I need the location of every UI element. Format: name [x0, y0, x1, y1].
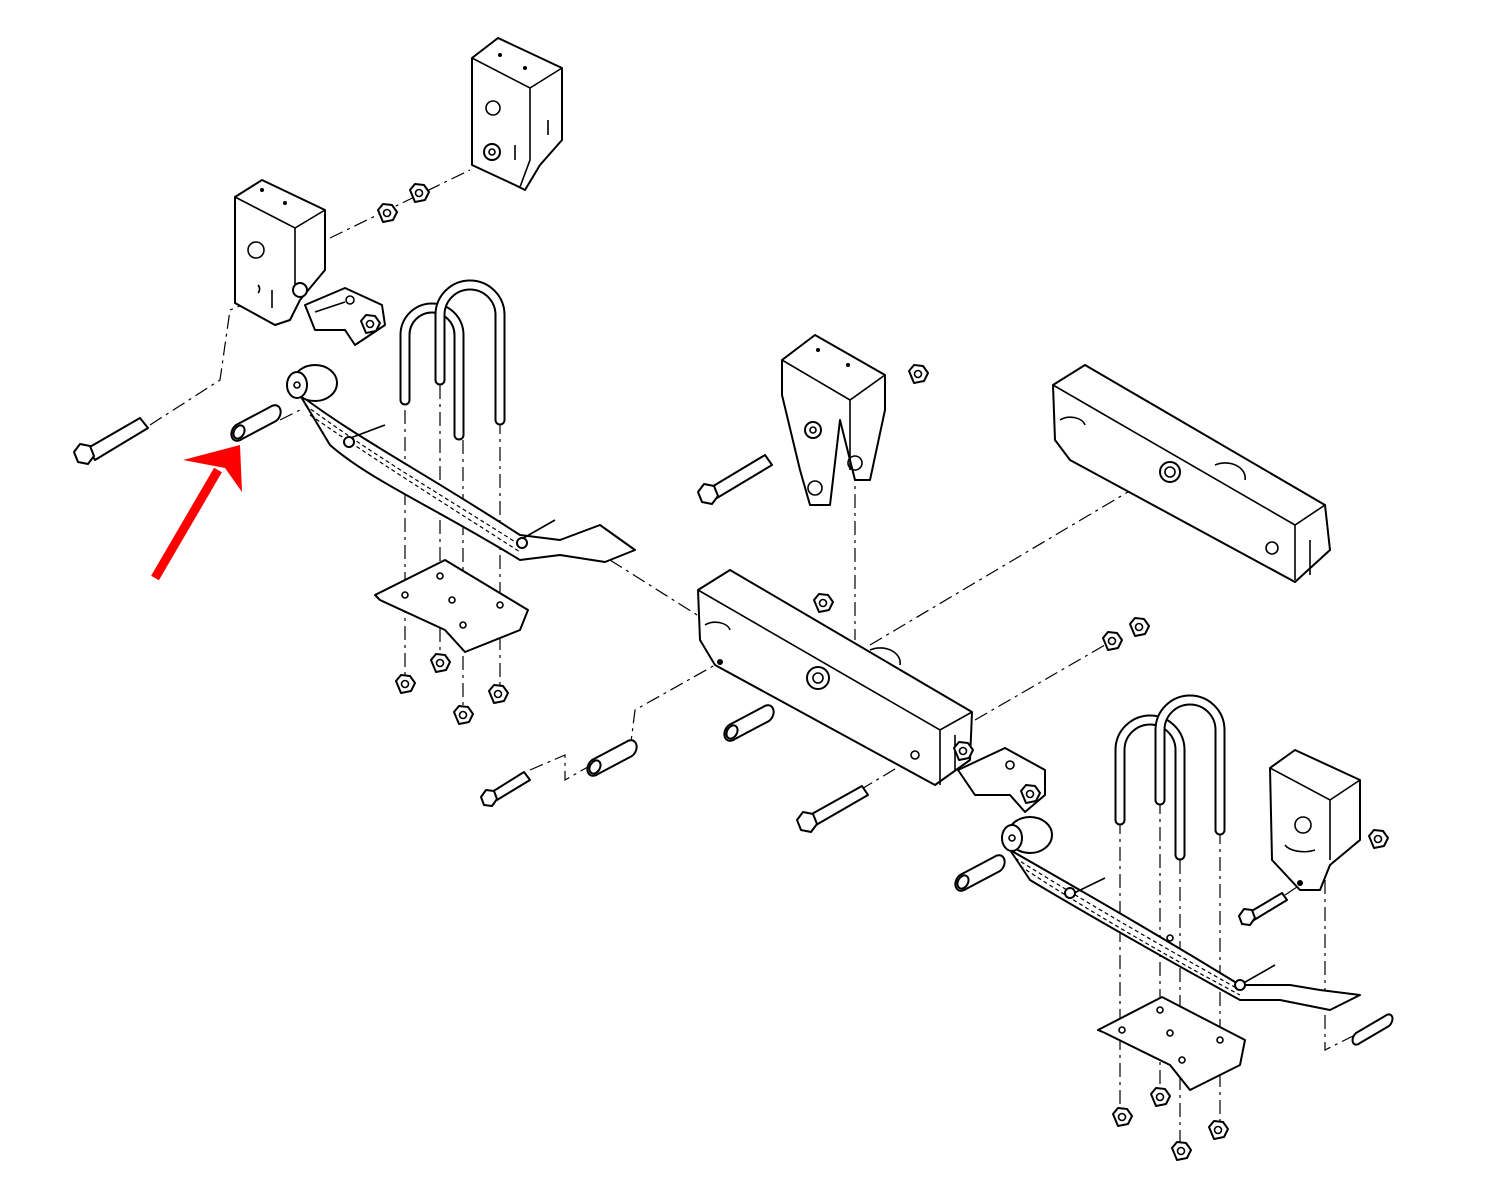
bushing-highlighted [230, 404, 282, 442]
bolt-rear [1238, 892, 1288, 926]
bolt-center-hanger [697, 454, 773, 505]
nut [430, 653, 451, 673]
rear-hanger-bracket [1269, 749, 1361, 891]
nut [409, 183, 430, 203]
assembly-centerlines [149, 169, 1356, 1150]
shackle-link-left [304, 287, 386, 346]
nut [1368, 829, 1389, 849]
shackle-link-right [953, 741, 1046, 813]
u-bolts-right [1114, 694, 1226, 861]
nut [488, 684, 509, 704]
nut [377, 203, 398, 223]
bolt-left [73, 417, 149, 465]
bushing [723, 704, 775, 742]
nut [1129, 617, 1150, 637]
front-hanger-bracket [234, 179, 326, 326]
bushing [586, 739, 638, 777]
nut [395, 674, 416, 694]
equalizer-right [1052, 364, 1331, 583]
nut [1112, 1107, 1133, 1127]
bushing [954, 854, 1006, 892]
equalizer-center [697, 569, 973, 786]
spring-plate-left [374, 559, 529, 653]
leaf-spring-right [1001, 816, 1361, 1011]
nut [1171, 1141, 1192, 1161]
pin-rear [1351, 1013, 1394, 1046]
rear-hanger-bracket-top [471, 37, 563, 191]
nut [908, 364, 929, 384]
nut [813, 593, 834, 613]
u-bolts-left [399, 279, 506, 441]
bolt-center-right [796, 785, 869, 833]
nut [1208, 1120, 1229, 1140]
leaf-spring-left [286, 364, 636, 563]
red-pointer-arrow [151, 445, 242, 581]
bolt-center-left [480, 771, 531, 807]
nut [1102, 631, 1123, 651]
nut [1150, 1087, 1171, 1107]
center-hanger-bracket [781, 334, 886, 506]
nut [453, 705, 474, 725]
spring-plate-right [1097, 996, 1246, 1091]
